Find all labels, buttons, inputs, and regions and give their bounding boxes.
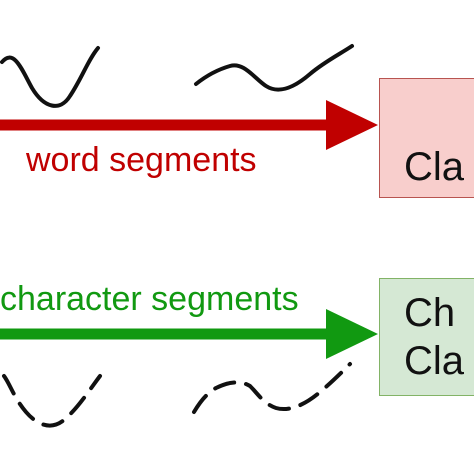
character-segments-label: character segments	[0, 280, 299, 318]
word-classifier-box: Cla	[379, 78, 474, 198]
word-stroke-1	[0, 46, 100, 108]
word-arrow-head	[326, 100, 378, 150]
word-segments-label: word segments	[26, 141, 257, 179]
character-box-text-line-1: Ch	[404, 291, 456, 335]
char-stroke-2	[192, 362, 352, 414]
character-classifier-box: Ch Cla	[379, 278, 474, 396]
word-stroke-2	[194, 44, 354, 92]
word-box-text: Cla	[404, 145, 465, 189]
char-arrow-head	[326, 309, 378, 359]
character-box-text-line-2: Cla	[404, 339, 465, 383]
char-stroke-1	[2, 374, 102, 428]
